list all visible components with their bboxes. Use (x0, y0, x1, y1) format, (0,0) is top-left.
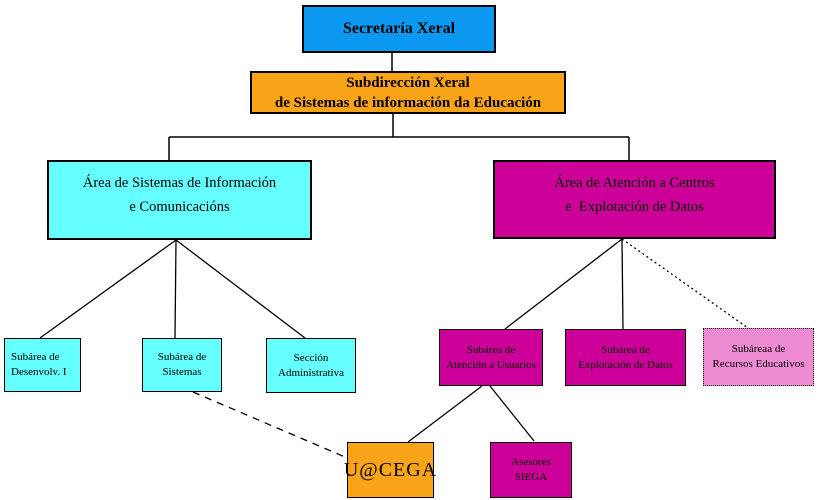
node-label-line2: Sistemas (162, 366, 202, 378)
node-subdireccion-xeral: Subdirección Xeral de Sistemas de inform… (250, 71, 566, 114)
node-label-line2: Atención a Usuarios (446, 358, 536, 371)
node-label-line1: Subáreaa de (731, 343, 786, 355)
node-label-line2: e Comunicacións (129, 199, 230, 215)
connector-sistemas-sistemas (174, 239, 177, 339)
node-subarea-sistemas: Subárea de Sistemas (142, 338, 222, 392)
node-label-line2: de Sistemas de información da Educación (274, 94, 542, 111)
node-label: Secretaría Xeral (342, 20, 456, 37)
node-label-line1: Subárea de (11, 351, 60, 363)
node-label-line1: Subdirección Xeral (346, 74, 470, 91)
node-label-line1: Sección (293, 351, 329, 364)
node-label-line2: e Explotación de Datos (565, 199, 704, 215)
node-area-sistemas-informacion: Área de Sistemas de Información e Comuni… (47, 160, 312, 240)
node-seccion-administrativa: Sección Administrativa (266, 338, 356, 393)
node-label-line2: Explotación de Datos (578, 358, 673, 371)
connector-usuarios-ucega (407, 385, 483, 443)
node-label-line1: Área de Sistemas de Información (82, 175, 277, 191)
connector-atencion-explotacion (621, 238, 624, 330)
node-label-line1: Subárea de (157, 351, 207, 363)
node-ucega: U@CEGA (343, 442, 438, 498)
connector-sistemas-ucega-dashed (192, 391, 346, 458)
node-subarea-desenvolv: Subárea de Desenvolv. I (4, 338, 81, 392)
node-label-line1: Asesores (511, 456, 551, 468)
node-label-line2: Desenvolv. I (11, 366, 67, 378)
connector-sistemas-desenvolv (39, 239, 177, 339)
node-label-line2: Recursos Educativos (712, 358, 805, 370)
node-label-line2: Administrativa (278, 366, 344, 379)
node-label-line1: Área de Atención a Centros (554, 175, 715, 191)
node-subarea-recursos-educativos: Subáreaa de Recursos Educativos (703, 328, 814, 386)
connector-atencion-usuarios (504, 238, 623, 330)
connector-usuarios-asesores (489, 385, 535, 442)
node-area-atencion-centros: Área de Atención a Centros e Explotación… (493, 160, 776, 239)
connector-sistemas-seccion (175, 239, 306, 339)
node-label-line2: SIEGA (514, 471, 548, 483)
node-subarea-atencion-usuarios: Subárea de Atención a Usuarios (439, 329, 543, 386)
node-label: U@CEGA (343, 458, 438, 481)
node-subarea-explotacion-datos: Subárea de Explotación de Datos (565, 329, 686, 386)
node-asesores-siega: Asesores SIEGA (490, 442, 572, 498)
connector-atencion-recursos-dotted (621, 238, 749, 329)
node-label-line1: Subárea de (466, 343, 516, 356)
node-secretaria-xeral: Secretaría Xeral (302, 5, 496, 53)
node-label-line1: Subárea de (601, 343, 650, 356)
